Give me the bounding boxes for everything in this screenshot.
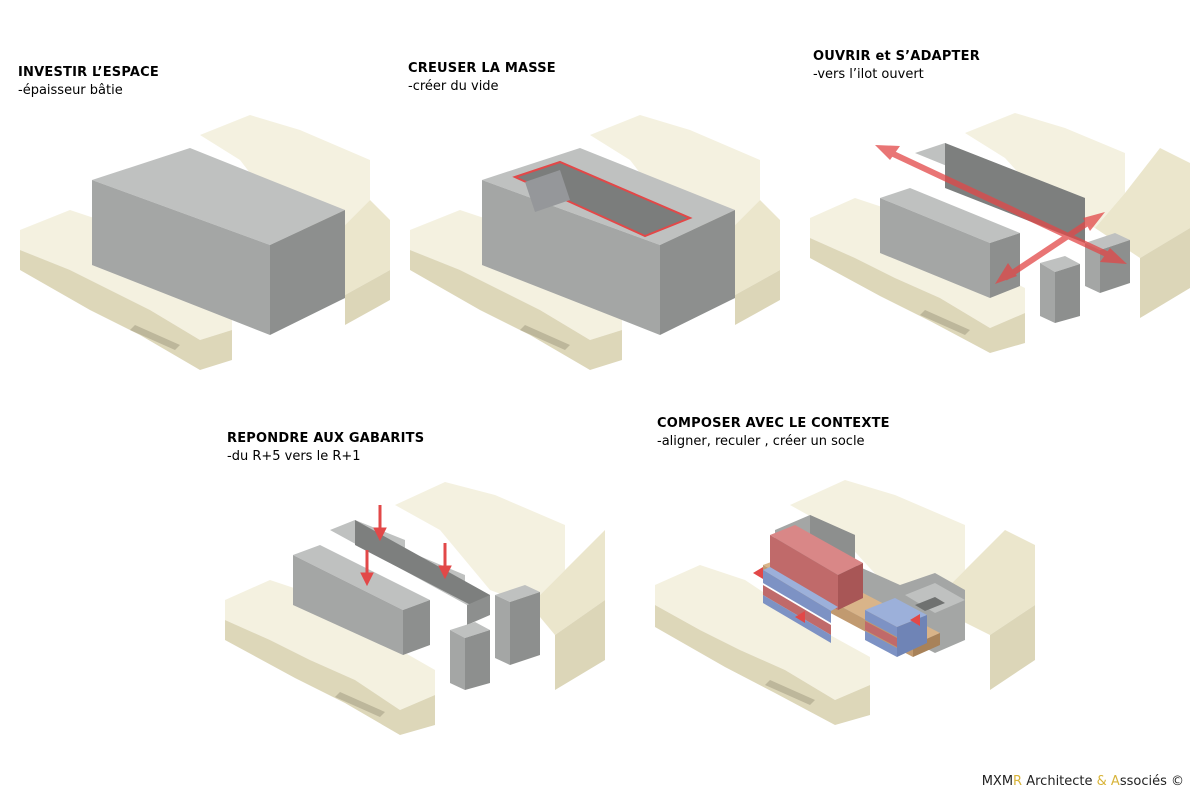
credit-ssocies: ssociés [1119,774,1167,789]
panel-subtitle: -créer du vide [408,79,499,94]
mass-volume [92,148,345,335]
copyright-icon: © [1166,774,1184,789]
panel-caption: COMPOSER AVEC LE CONTEXTE -aligner, recu… [657,415,890,451]
panel-subtitle: -vers l’ilot ouvert [813,67,924,82]
panel-title: CREUSER LA MASSE [408,61,556,76]
massing-diagram [655,480,1035,725]
panel-caption: INVESTIR L’ESPACE -épaisseur bâtie [18,64,159,100]
panel-caption: OUVRIR et S’ADAPTER -vers l’ilot ouvert [813,48,980,84]
panel-composer: COMPOSER AVEC LE CONTEXTE -aligner, recu… [635,395,1035,775]
massing-diagram [410,115,780,370]
opening-arrows [875,145,1127,284]
panel-caption: CREUSER LA MASSE -créer du vide [408,60,556,96]
panel-subtitle: -aligner, reculer , créer un socle [657,434,865,449]
panel-title: OUVRIR et S’ADAPTER [813,49,980,64]
panel-subtitle: -du R+5 vers le R+1 [227,449,361,464]
panel-title: REPONDRE AUX GABARITS [227,431,425,446]
context-building-front [225,580,435,735]
hollowed-mass [482,148,735,335]
setback-arrows [753,567,920,626]
stepped-mass-back [330,520,490,625]
credit-architecte: Architecte [1022,774,1097,789]
context-building-front [655,565,870,725]
massing-diagram [810,113,1190,353]
panel-subtitle: -épaisseur bâtie [18,83,123,98]
context-building-back [395,482,605,690]
blue-volume-left [763,567,838,643]
height-arrows [360,505,452,587]
panel-creuser: CREUSER LA MASSE -créer du vide [390,40,790,420]
red-volume [770,525,863,610]
panel-title: INVESTIR L’ESPACE [18,65,159,80]
panel-title: COMPOSER AVEC LE CONTEXTE [657,416,890,431]
split-mass-back [915,143,1085,243]
panel-investir: INVESTIR L’ESPACE -épaisseur bâtie [0,40,400,420]
stepped-mass-pillars [450,585,540,690]
panel-caption: REPONDRE AUX GABARITS -du R+5 vers le R+… [227,430,424,466]
panel-ouvrir: OUVRIR et S’ADAPTER -vers l’ilot ouvert [795,28,1195,408]
massing-diagram [20,115,390,370]
credit-ampersand: & [1096,774,1107,789]
stepped-mass-front [293,545,430,655]
copyright-credit: MXMR Architecte & Associés © [982,774,1184,789]
credit-r: R [1013,774,1023,789]
massing-diagram [225,482,605,735]
credit-a: A [1106,774,1120,789]
panel-repondre: REPONDRE AUX GABARITS -du R+5 vers le R+… [205,410,605,790]
credit-mxm: MXM [981,774,1014,789]
